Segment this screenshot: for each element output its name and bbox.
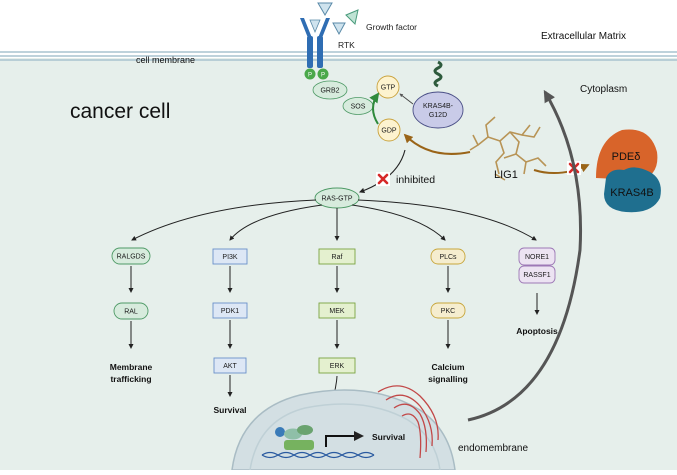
transcription-arrow bbox=[325, 431, 364, 447]
rtk-label: RTK bbox=[338, 40, 355, 50]
phosphate-label: P bbox=[321, 73, 325, 79]
lig1-label: LIG1 bbox=[494, 169, 518, 181]
inhibited-x-icon bbox=[376, 172, 390, 186]
nore1-label: NORE1 bbox=[525, 254, 549, 261]
ral-label: RAL bbox=[124, 309, 138, 316]
mek-label: MEK bbox=[329, 308, 345, 315]
kras-g12d-node bbox=[412, 91, 464, 129]
growth-factor-label: Growth factor bbox=[366, 22, 417, 32]
akt-node bbox=[213, 357, 247, 374]
erk-node bbox=[318, 357, 356, 374]
kras4b-label: KRAS4B bbox=[610, 187, 653, 199]
pdk1-label: PDK1 bbox=[221, 308, 239, 315]
gtp-node bbox=[376, 75, 400, 99]
ral-node bbox=[113, 302, 149, 320]
dna-strand-icon bbox=[261, 451, 375, 459]
transcription-complex-icon bbox=[275, 425, 314, 450]
pkc-label: PKC bbox=[441, 308, 455, 315]
rassf1-label: RASSF1 bbox=[523, 272, 550, 279]
pde-delta-label: PDEδ bbox=[612, 151, 641, 163]
cell-membrane bbox=[0, 51, 677, 61]
survival-nucleus-label: Survival bbox=[372, 432, 405, 442]
calcium-signalling-line2: signalling bbox=[428, 374, 468, 384]
phosphate-node bbox=[304, 68, 316, 80]
lig1-molecule-icon bbox=[469, 116, 547, 181]
phosphate-label: P bbox=[308, 73, 312, 79]
plcs-node bbox=[430, 248, 466, 265]
membrane-trafficking-line2: trafficking bbox=[110, 374, 151, 384]
cytoplasm-label: Cytoplasm bbox=[580, 84, 627, 95]
ralgds-label: RALGDS bbox=[117, 254, 146, 261]
ras-branch-arrows bbox=[131, 199, 537, 241]
gdp-gtp-exchange-arrow bbox=[369, 92, 380, 125]
pdk1-node bbox=[212, 302, 248, 319]
raf-label: Raf bbox=[332, 254, 343, 261]
cancer-cell-label: cancer cell bbox=[70, 100, 170, 123]
kras-to-gtp-arrow bbox=[399, 93, 414, 105]
phosphate-node bbox=[317, 68, 329, 80]
pde-delta-node bbox=[596, 129, 658, 180]
grb2-label: GRB2 bbox=[320, 88, 339, 95]
survival-akt-label: Survival bbox=[213, 405, 246, 415]
pi3k-node bbox=[212, 248, 248, 265]
kras4b-node bbox=[604, 167, 661, 213]
pi3k-label: PI3K bbox=[222, 254, 238, 261]
gdp-node bbox=[377, 118, 401, 142]
calcium-signalling-line1: Calcium bbox=[431, 362, 465, 372]
sos-label: SOS bbox=[351, 104, 366, 111]
kras-g12d-label-line1: KRAS4B- bbox=[423, 103, 454, 110]
to-ras-gtp-arrow bbox=[358, 149, 406, 194]
mek-node bbox=[318, 302, 356, 319]
rtk-receptor-icon bbox=[300, 18, 330, 68]
apoptosis-label: Apoptosis bbox=[516, 326, 558, 336]
erk-label: ERK bbox=[330, 363, 345, 370]
ralgds-node bbox=[111, 247, 151, 265]
kras-g12d-label-line2: G12D bbox=[429, 112, 447, 119]
akt-label: AKT bbox=[223, 363, 237, 370]
raf-node bbox=[318, 248, 356, 265]
growth-factor-icon bbox=[317, 2, 359, 36]
endomembrane-icon bbox=[377, 385, 439, 459]
cell-membrane-label: cell membrane bbox=[136, 55, 195, 65]
membrane-trafficking-line1: Membrane bbox=[110, 362, 153, 372]
endomembrane-label: endomembrane bbox=[458, 443, 528, 454]
pkc-node bbox=[430, 302, 466, 319]
grb2-node bbox=[312, 80, 348, 100]
gtp-label: GTP bbox=[381, 85, 396, 92]
gdp-label: GDP bbox=[381, 128, 397, 135]
rassf1-node bbox=[518, 265, 556, 284]
inhibited-label: inhibited bbox=[396, 174, 435, 186]
lig1-to-gdp-arrow bbox=[403, 133, 471, 155]
lig1-to-pde-arrow bbox=[533, 163, 590, 175]
trafficking-return-arrow bbox=[467, 89, 583, 422]
ras-gtp-label: RAS-GTP bbox=[321, 196, 352, 203]
extracellular-matrix-label: Extracellular Matrix bbox=[541, 31, 626, 42]
kras-g12d-squiggle-icon bbox=[433, 60, 443, 88]
plcs-label: PLCs bbox=[439, 254, 457, 261]
nore1-node bbox=[518, 247, 556, 266]
